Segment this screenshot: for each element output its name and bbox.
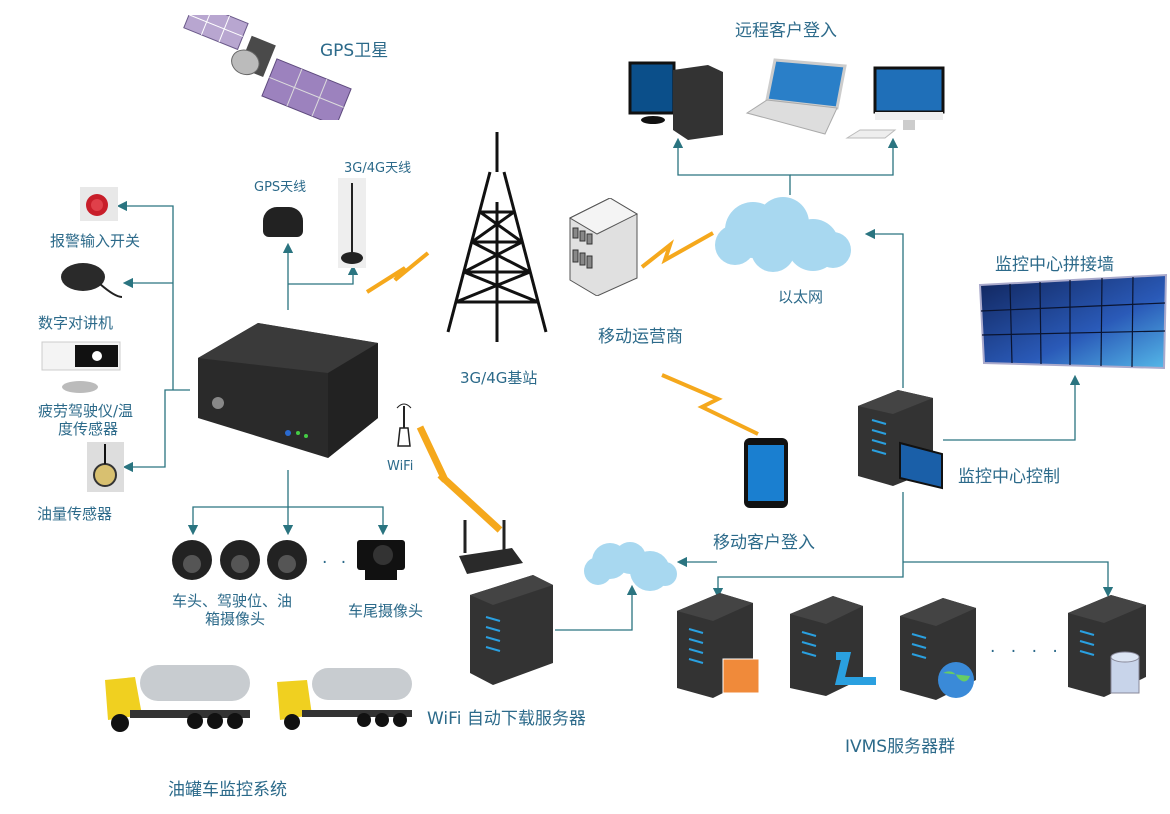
wifi-server-icon <box>470 575 553 685</box>
alarm-switch-label: 报警输入开关 <box>50 232 141 250</box>
intercom-icon <box>61 263 122 298</box>
fatigue-sensor-label-1: 疲劳驾驶仪/温 <box>38 402 134 420</box>
video-wall-icon <box>978 273 1168 370</box>
gps-satellite-label: GPS卫星 <box>320 41 389 61</box>
line-monitor-to-servers <box>712 492 904 599</box>
camera-ellipsis: · · · <box>322 553 370 573</box>
cloud-icon <box>584 542 677 591</box>
line-to-alarm <box>116 200 174 390</box>
alarm-switch-icon <box>80 187 118 221</box>
ethernet-label: 以太网 <box>778 288 824 306</box>
rear-camera-label: 车尾摄像头 <box>348 602 424 620</box>
tanker-truck-icon <box>105 665 250 732</box>
line-monitor-to-wall <box>943 374 1081 441</box>
base-station-label: 3G/4G基站 <box>460 369 538 387</box>
building-icon <box>568 198 639 296</box>
fuel-sensor-label: 油量传感器 <box>37 505 113 523</box>
monitor-control-server-icon <box>858 390 943 490</box>
wifi-label: WiFi <box>387 459 414 474</box>
cabin-cameras-label-2: 箱摄像头 <box>205 610 266 628</box>
lightning-icon <box>365 251 430 294</box>
line-to-cell-antenna <box>288 264 359 285</box>
lightning-icon <box>640 231 714 269</box>
lightning-icon <box>416 425 503 533</box>
monitor-control-label: 监控中心控制 <box>958 467 1060 487</box>
line-wifiserver-to-cloud <box>555 584 638 631</box>
system-title: 油罐车监控系统 <box>168 780 287 800</box>
wifi-antenna-icon <box>396 403 412 447</box>
line-monitor-to-ethernet <box>864 228 904 388</box>
intercom-label: 数字对讲机 <box>38 314 114 332</box>
gps-antenna-label: GPS天线 <box>254 180 307 195</box>
fuel-sensor-icon <box>87 442 124 492</box>
tanker-truck-icon <box>277 668 412 730</box>
wifi-router-icon <box>459 520 523 574</box>
laptop-icon <box>745 58 847 135</box>
imac-icon <box>845 66 945 139</box>
wifi-server-label: WiFi 自动下载服务器 <box>427 709 586 729</box>
rear-camera-icon <box>357 540 405 580</box>
video-server-icon <box>790 596 876 696</box>
fatigue-sensor-label-2: 度传感器 <box>58 420 119 438</box>
cabin-cameras-label-1: 车头、驾驶位、油 <box>172 592 293 610</box>
mobile-login-label: 移动客户登入 <box>713 533 815 553</box>
line-to-cameras <box>187 470 289 536</box>
mdvr-device-icon <box>198 323 378 458</box>
dome-cameras-icon <box>172 540 307 580</box>
remote-login-label: 远程客户登入 <box>735 21 837 41</box>
web-server-icon <box>900 598 976 700</box>
line-to-fuel <box>122 389 190 473</box>
tablet-icon <box>744 438 788 508</box>
lightning-icon <box>661 373 759 436</box>
mobile-operator-label: 移动运营商 <box>598 327 683 347</box>
ethernet-cloud-icon <box>715 197 851 272</box>
fatigue-sensor-icon <box>41 341 121 393</box>
gps-antenna-icon <box>263 207 303 237</box>
line-to-remote <box>672 137 791 195</box>
firewall-server-icon <box>677 593 760 698</box>
cell-tower-icon <box>446 132 548 342</box>
satellite-icon <box>183 15 352 120</box>
cellular-antenna-label: 3G/4G天线 <box>344 161 412 176</box>
desktop-pc-icon <box>628 61 723 140</box>
video-wall-label: 监控中心拼接墙 <box>995 255 1114 275</box>
cellular-antenna-icon <box>338 178 366 268</box>
database-server-icon <box>1068 595 1146 697</box>
ivms-cluster-label: IVMS服务器群 <box>845 737 956 757</box>
